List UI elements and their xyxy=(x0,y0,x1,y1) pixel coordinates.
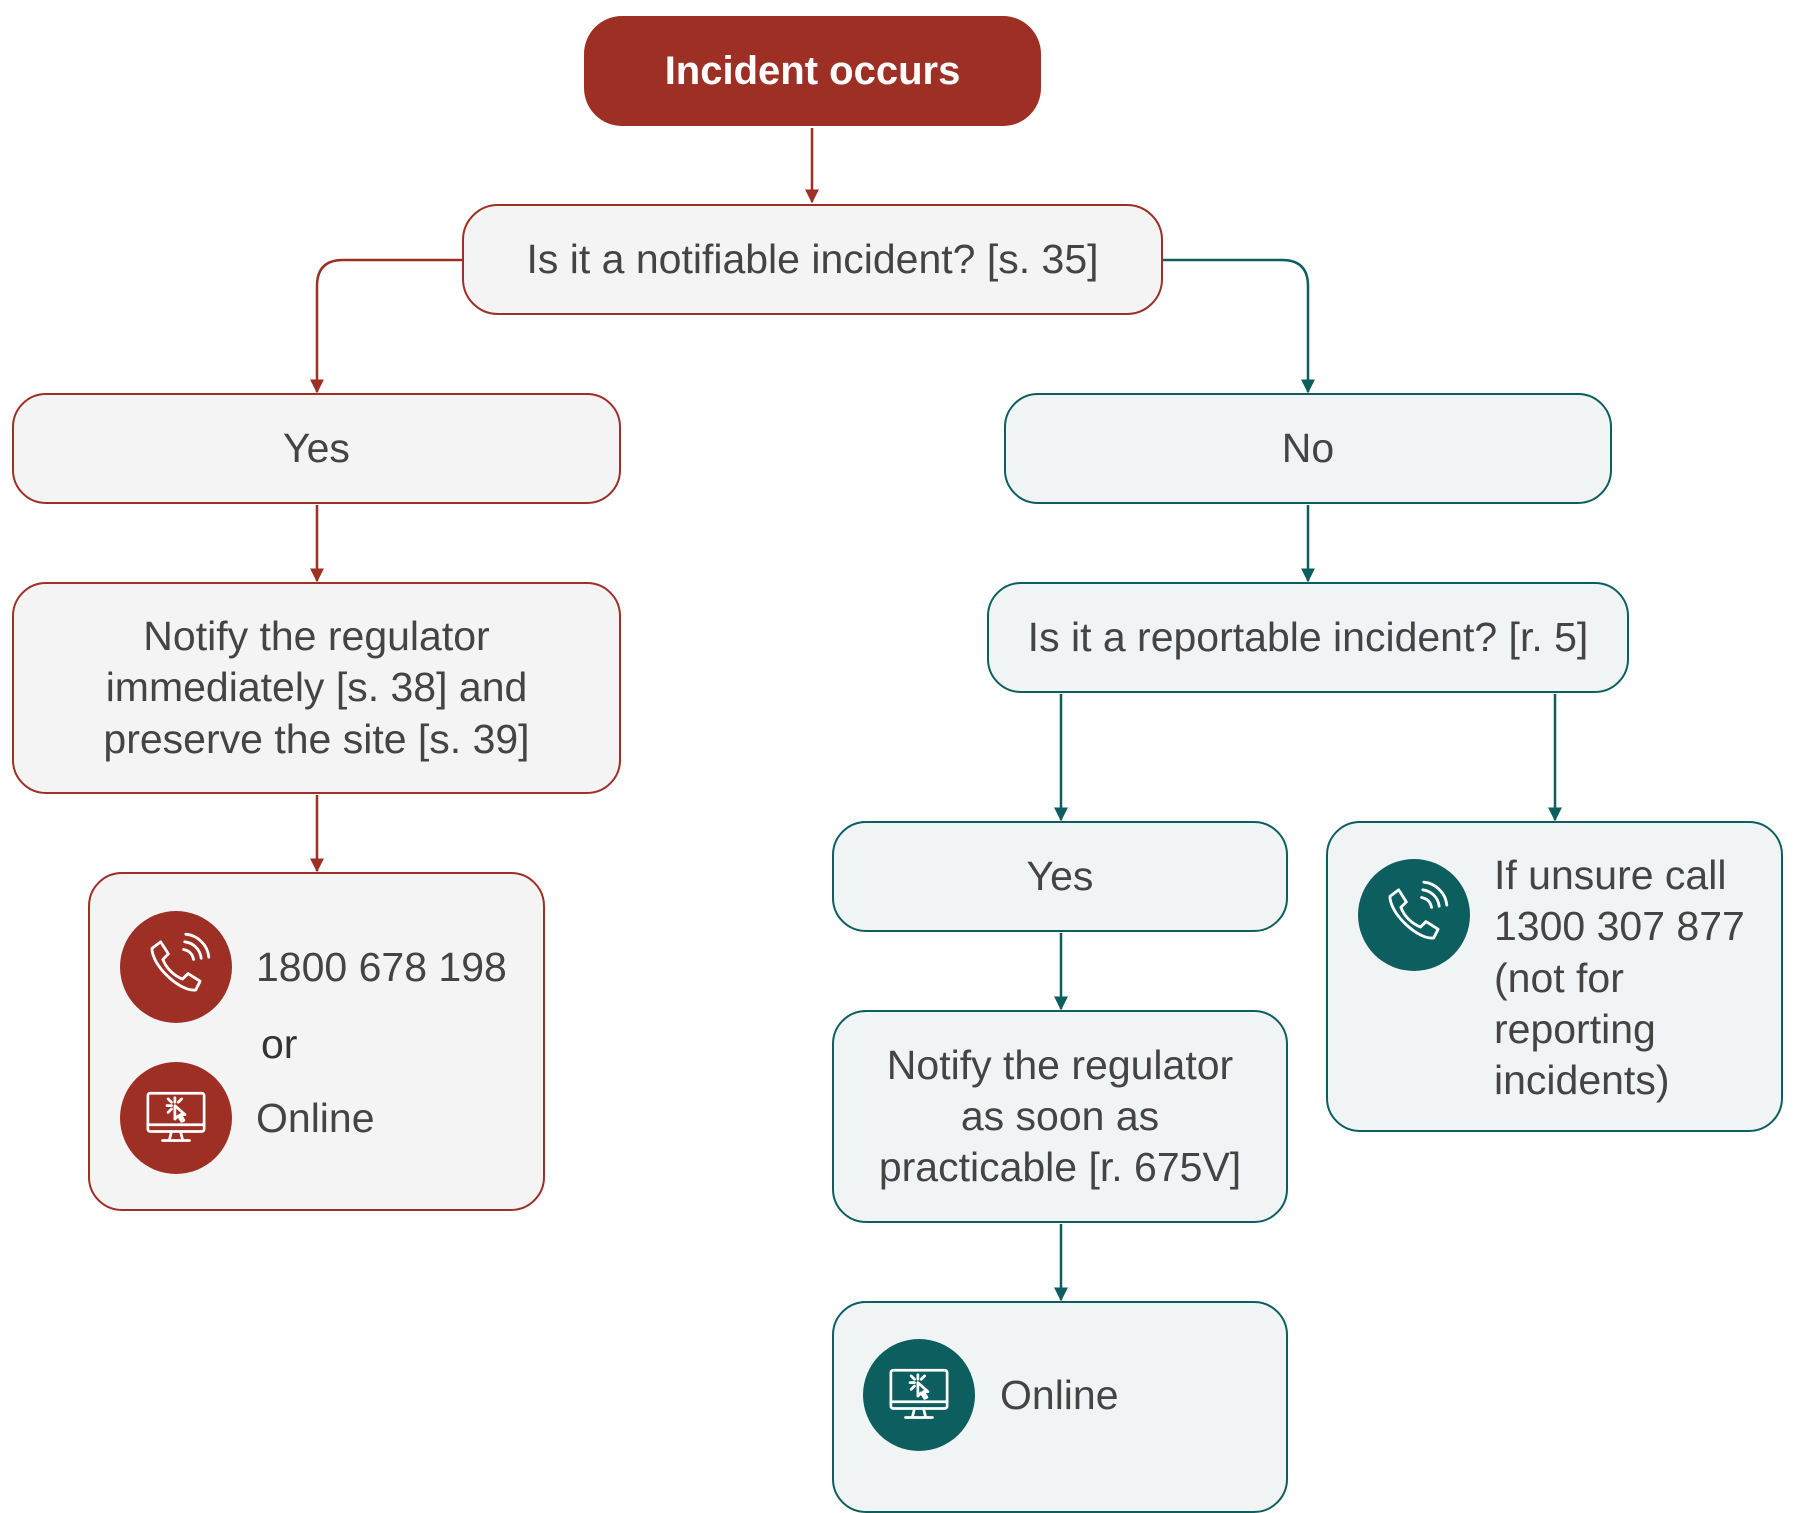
left-notify-node: Notify the regulator immediately [s. 38]… xyxy=(12,582,621,794)
online-icon-circle xyxy=(120,1062,232,1174)
right-online-label: Online xyxy=(1000,1372,1119,1418)
or-label: or xyxy=(261,1021,298,1067)
left-phone-number: 1800 678 198 xyxy=(256,944,507,990)
notifiable-question-node: Is it a notifiable incident? [s. 35] xyxy=(462,204,1163,315)
phone-icon xyxy=(150,932,211,992)
right-yes-node: Yes xyxy=(832,821,1288,932)
right-yes-label: Yes xyxy=(1026,852,1094,899)
right-notify-node: Notify the regulator as soon as practica… xyxy=(832,1010,1288,1223)
left-yes-label: Yes xyxy=(283,424,350,471)
right-no-node: No xyxy=(1004,393,1612,504)
right-online-icon-circle xyxy=(863,1339,975,1451)
left-yes-node: Yes xyxy=(12,393,621,504)
computer-click-icon xyxy=(889,1368,949,1419)
arrow-question-to-yes xyxy=(310,258,462,394)
left-notify-label: Notify the regulator immediately [s. 38]… xyxy=(103,613,530,762)
unsure-text: If unsure call 1300 307 877 (not for rep… xyxy=(1494,852,1745,1103)
notifiable-question-label: Is it a notifiable incident? [s. 35] xyxy=(526,235,1099,282)
computer-click-icon xyxy=(146,1091,206,1142)
unsure-phone-icon-circle xyxy=(1358,859,1470,971)
right-notify-label: Notify the regulator as soon as practica… xyxy=(878,1041,1242,1191)
start-node: Incident occurs xyxy=(584,16,1041,126)
reportable-question-label: Is it a reportable incident? [r. 5] xyxy=(1027,613,1589,660)
phone-icon-circle xyxy=(120,911,232,1023)
left-online-label: Online xyxy=(256,1095,375,1141)
start-label: Incident occurs xyxy=(664,49,961,93)
right-no-label: No xyxy=(1281,424,1335,471)
arrow-question-to-no xyxy=(1163,258,1315,394)
reportable-question-node: Is it a reportable incident? [r. 5] xyxy=(987,582,1629,693)
phone-icon xyxy=(1388,880,1449,940)
